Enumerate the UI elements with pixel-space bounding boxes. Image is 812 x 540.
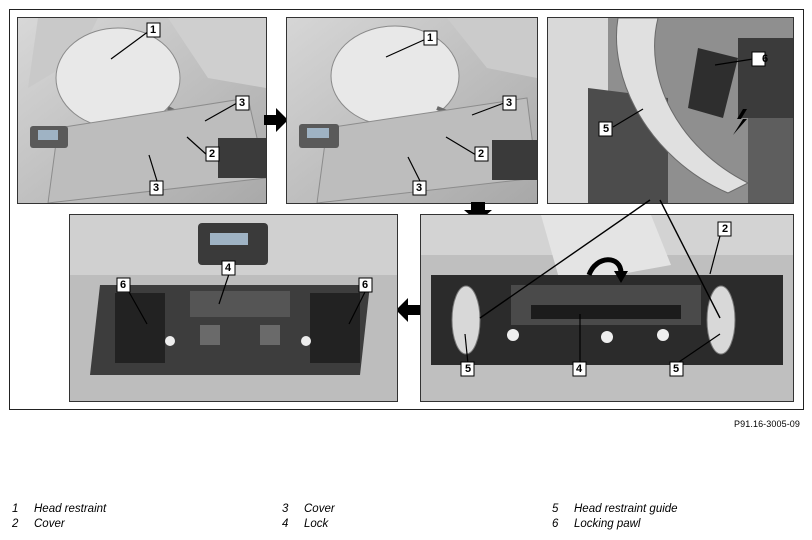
callout-pawl-left: 6	[120, 279, 127, 291]
callout-locking-pawl: 6	[762, 53, 769, 65]
callout-cover-right: 3	[239, 97, 246, 109]
callout-head-restraint-2: 1	[427, 32, 434, 44]
callout-cover-left-2: 3	[416, 182, 423, 194]
callout-guide: 5	[603, 123, 610, 135]
callout-cover-seat-2: 2	[478, 148, 485, 160]
callout-guide-right: 5	[673, 363, 680, 375]
callout-cover-4: 2	[722, 223, 729, 235]
callout-cover-left: 3	[153, 182, 160, 194]
callout-layer-1	[110, 22, 250, 196]
photo-guide-closeup	[547, 17, 794, 204]
callout-guide-left: 5	[465, 363, 472, 375]
callout-head-restraint: 1	[150, 24, 157, 36]
photo-seat-head-restraint-1	[17, 17, 267, 204]
callout-cover-right-2: 3	[506, 97, 513, 109]
callout-layer-2	[385, 30, 517, 196]
arrow-right-icon	[264, 108, 288, 132]
callout-cover-seat: 2	[209, 148, 216, 160]
photo-lock-mechanism	[420, 214, 794, 402]
arrow-left-icon	[396, 298, 420, 322]
figure-reference: P91.16-3005-09	[734, 419, 800, 429]
callout-lock-5: 4	[225, 262, 232, 274]
arrow-up-icon	[733, 109, 747, 135]
callout-layer-5	[116, 260, 373, 325]
callout-lock-4: 4	[576, 363, 583, 375]
callout-layer-4	[460, 221, 732, 377]
callout-layer-3	[598, 51, 766, 137]
callout-pawl-right: 6	[362, 279, 369, 291]
arrow-down-icon	[464, 202, 492, 222]
photo-seat-head-restraint-2	[286, 17, 538, 204]
